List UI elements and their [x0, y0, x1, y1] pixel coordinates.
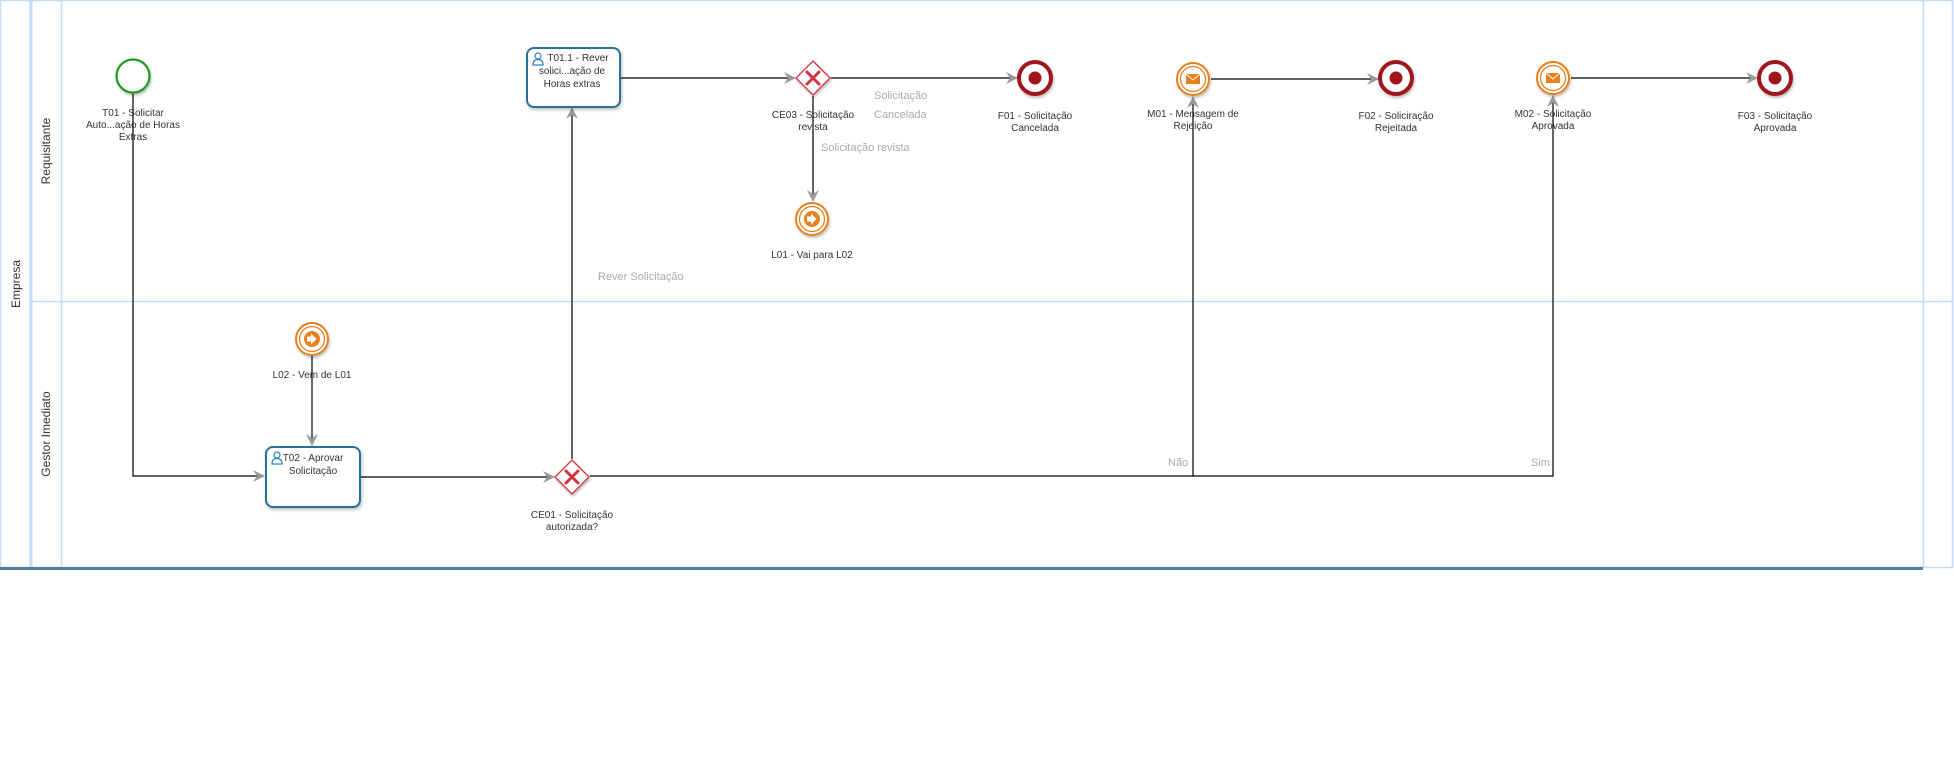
- end-event-f03[interactable]: [1757, 60, 1793, 96]
- label-line: Rejeitada: [1374, 123, 1418, 134]
- label-f02: F02 - Soliciração Rejeitada: [1336, 111, 1456, 135]
- label-f01: F01 - Solicitação Cancelada: [975, 111, 1095, 135]
- label-line: F01 - Solicitação: [997, 111, 1073, 122]
- task-label-line: Horas extras: [543, 79, 601, 90]
- user-icon: [532, 52, 544, 66]
- label-l02: L02 - Vem de L01: [252, 370, 372, 382]
- envelope-icon: [1185, 73, 1201, 84]
- label-line: T01 - Solicitar: [102, 108, 164, 119]
- flow-label-rever-solicitacao: Rever Solicitação: [598, 271, 684, 283]
- label-f03: F03 - Solicitação Aprovada: [1715, 111, 1835, 135]
- label-line: F02 - Soliciração: [1358, 111, 1434, 122]
- task-label-line: Solicitação: [288, 466, 338, 477]
- envelope-icon: [1545, 72, 1561, 83]
- end-event-f01[interactable]: [1017, 60, 1053, 96]
- lane-title-requisitante: Requisitante: [39, 117, 53, 185]
- user-task-t02[interactable]: T02 - Aprovar Solicitação: [265, 446, 361, 508]
- x-icon: [805, 70, 821, 86]
- label-l01: L01 - Vai para L02: [752, 250, 872, 262]
- label-line: Aprovada: [1531, 121, 1575, 132]
- label-ce01: CE01 - Solicitação autorizada?: [512, 510, 632, 534]
- label-m02: M02 - Solicitação Aprovada: [1493, 109, 1613, 133]
- lane-title-gestor-imediato: Gestor Imediato: [39, 391, 53, 477]
- label-line: CE01 - Solicitação: [530, 510, 614, 521]
- label-line: Extras: [118, 132, 148, 143]
- pool-title: Empresa: [9, 259, 23, 309]
- label-line: L02 - Vem de L01: [272, 370, 352, 381]
- end-event-f02[interactable]: [1378, 60, 1414, 96]
- task-label-line: T01.1 - Rever: [547, 53, 609, 64]
- start-event-t01[interactable]: [115, 58, 151, 94]
- label-t01: T01 - Solicitar Auto...ação de Horas Ext…: [73, 108, 193, 144]
- arrow-right-icon: [807, 213, 817, 225]
- label-line: CE03 - Solicitação: [771, 110, 855, 121]
- task-label-line: T02 - Aprovar: [282, 453, 344, 464]
- gateway-ce03[interactable]: [795, 60, 831, 96]
- flow-label-solicitacao-revista: Solicitação revista: [821, 142, 910, 154]
- message-event-m02[interactable]: [1536, 61, 1570, 95]
- x-icon: [564, 469, 580, 485]
- flow-t01-to-t02[interactable]: [132, 93, 265, 482]
- flow-ce01-sim-to-m02[interactable]: [1193, 95, 1559, 477]
- arrow-right-icon: [307, 333, 317, 345]
- link-event-l02[interactable]: [295, 322, 329, 356]
- label-m01: M01 - Mensagem de Rejeição: [1133, 109, 1253, 133]
- flow-label-nao: Não: [1168, 457, 1189, 469]
- link-event-l01[interactable]: [795, 202, 829, 236]
- user-icon: [271, 451, 283, 465]
- label-line: Cancelada: [1011, 123, 1059, 134]
- label-line: L01 - Vai para L02: [771, 250, 853, 261]
- message-event-m01[interactable]: [1176, 62, 1210, 96]
- label-ce03: CE03 - Solicitação revista: [753, 110, 873, 134]
- label-line: Auto...ação de Horas: [86, 120, 180, 131]
- user-task-t011[interactable]: T01.1 - Rever solici...ação de Horas ext…: [526, 47, 621, 108]
- task-label-line: solici...ação de: [538, 66, 606, 77]
- label-line: revista: [798, 122, 828, 133]
- gateway-ce01[interactable]: [554, 459, 590, 495]
- flow-label-solicitacao-cancelada-2: Cancelada: [874, 109, 927, 121]
- label-line: M01 - Mensagem de: [1147, 109, 1239, 120]
- sequence-flows: [132, 72, 1758, 483]
- flow-label-solicitacao-cancelada-1: Solicitação: [874, 90, 928, 102]
- flow-label-sim: Sim: [1531, 457, 1550, 469]
- label-line: autorizada?: [545, 522, 599, 533]
- label-line: Aprovada: [1753, 123, 1797, 134]
- label-line: M02 - Solicitação: [1514, 109, 1592, 120]
- label-line: Rejeição: [1173, 121, 1213, 132]
- label-line: F03 - Solicitação: [1737, 111, 1813, 122]
